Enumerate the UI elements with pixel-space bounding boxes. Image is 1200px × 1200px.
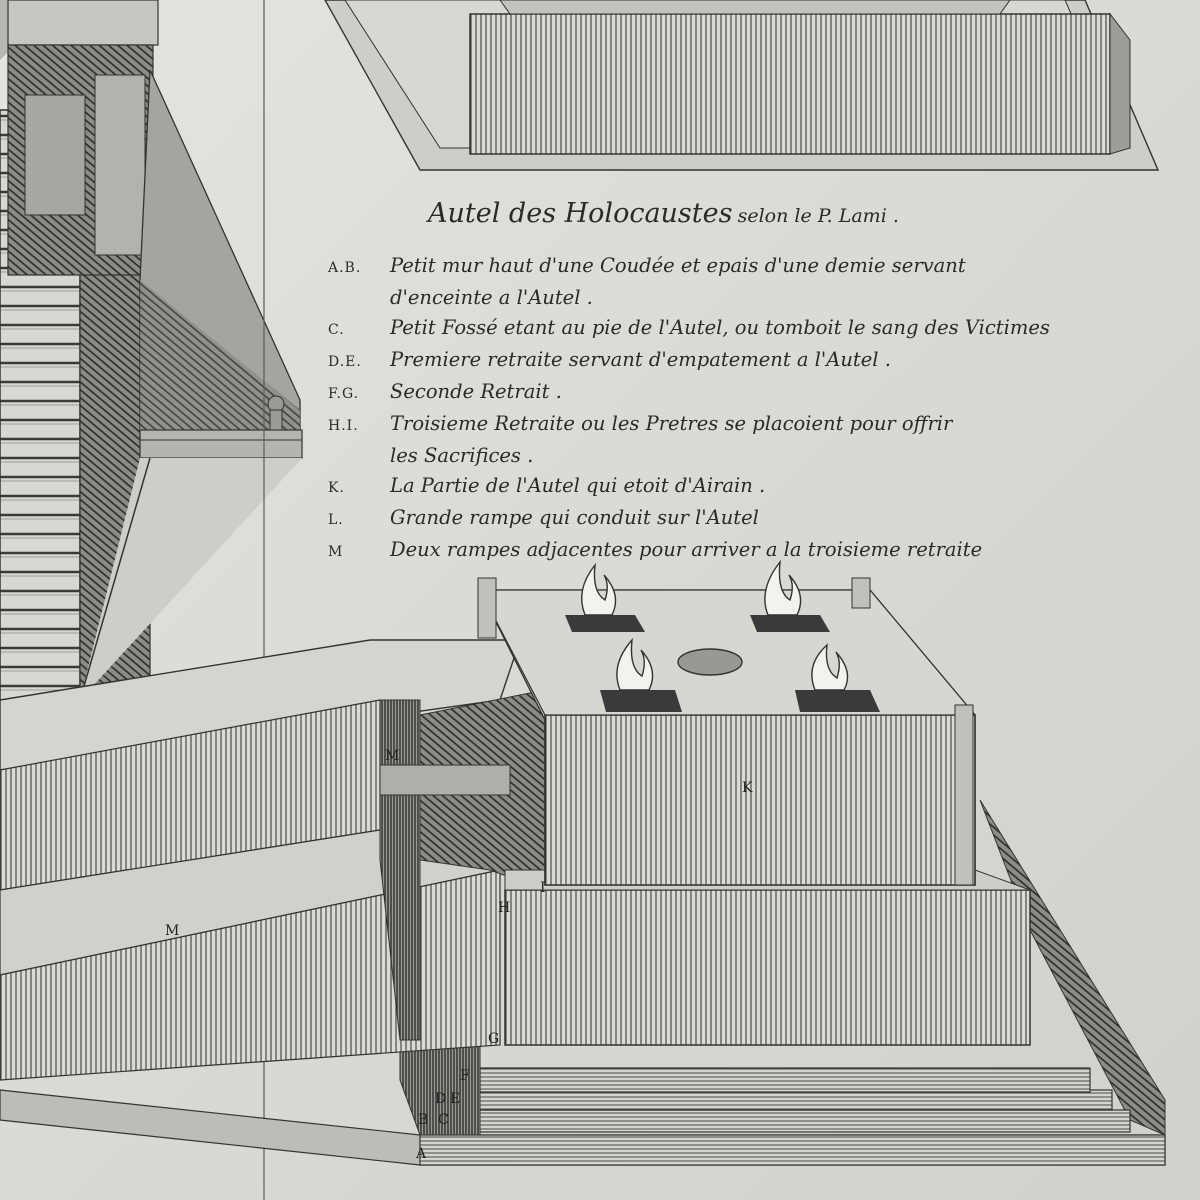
figure-letters: A B C D E F G H I K M M xyxy=(165,748,753,1162)
label-d: D xyxy=(435,1091,446,1107)
legend-row: H.I. Troisieme Retraite ou les Pretres s… xyxy=(328,410,1200,442)
legend-row: F.G. Seconde Retrait . xyxy=(328,378,1200,410)
upper-altar xyxy=(324,0,1160,171)
legend-key: C. xyxy=(328,322,345,338)
legend-row: M Deux rampes adjacentes pour arriver a … xyxy=(328,536,1200,568)
label-e: E xyxy=(450,1091,460,1107)
legend-text: d'enceinte a l'Autel . xyxy=(390,286,593,309)
legend-text: Troisieme Retraite ou les Pretres se pla… xyxy=(390,412,953,435)
legend-key: A.B. xyxy=(328,260,362,276)
label-k: K xyxy=(742,780,753,796)
label-h: H xyxy=(498,900,510,916)
fire-grate-4 xyxy=(795,643,880,712)
legend-row: d'enceinte a l'Autel . xyxy=(328,284,1200,314)
legend-title-sub: selon le P. Lami . xyxy=(737,205,899,227)
label-m-lower: M xyxy=(165,923,179,939)
legend-text: Deux rampes adjacentes pour arriver a la… xyxy=(390,538,983,561)
altar-drain-hole xyxy=(677,648,743,676)
label-b: B xyxy=(418,1112,428,1128)
legend-row: K. La Partie de l'Autel qui etoit d'Aira… xyxy=(328,472,1200,504)
legend-text: Petit mur haut d'une Coudée et epais d'u… xyxy=(390,254,966,277)
legend-text: les Sacrifices . xyxy=(390,444,534,467)
legend-key: K. xyxy=(328,480,345,496)
legend-key: D.E. xyxy=(328,354,362,370)
fire-grate-1 xyxy=(565,562,645,632)
legend-row: les Sacrifices . xyxy=(328,442,1200,472)
legend-row: D.E. Premiere retraite servant d'empatem… xyxy=(328,346,1200,378)
fire-grate-2 xyxy=(750,559,830,632)
legend-text: La Partie de l'Autel qui etoit d'Airain … xyxy=(390,474,766,497)
label-a: A xyxy=(415,1146,427,1162)
legend-text: Premiere retraite servant d'empatement a… xyxy=(390,348,891,371)
legend-key: L. xyxy=(328,512,344,528)
staircase-building xyxy=(0,0,303,701)
fire-grate-3 xyxy=(600,637,682,712)
legend-key: M xyxy=(328,544,344,560)
label-i: I xyxy=(540,880,546,896)
legend-text: Grande rampe qui conduit sur l'Autel xyxy=(390,506,759,529)
legend-text: Seconde Retrait . xyxy=(390,380,562,403)
legend-text: Petit Fossé etant au pie de l'Autel, ou … xyxy=(390,316,1050,339)
legend-key: H.I. xyxy=(328,418,359,434)
label-c: C xyxy=(438,1112,449,1128)
altar-of-holocausts xyxy=(0,559,1166,1166)
legend-title-main: Autel des Holocaustes xyxy=(428,198,733,229)
legend: A.B. Petit mur haut d'une Coudée et epai… xyxy=(328,252,1200,568)
label-g: G xyxy=(488,1031,499,1047)
legend-row: L. Grande rampe qui conduit sur l'Autel xyxy=(328,504,1200,536)
label-f: F xyxy=(460,1068,470,1084)
legend-title: Autel des Holocaustes selon le P. Lami . xyxy=(428,198,1068,229)
label-m-upper: M xyxy=(385,748,399,764)
legend-key: F.G. xyxy=(328,386,360,402)
legend-row: C. Petit Fossé etant au pie de l'Autel, … xyxy=(328,314,1200,346)
legend-row: A.B. Petit mur haut d'une Coudée et epai… xyxy=(328,252,1200,284)
